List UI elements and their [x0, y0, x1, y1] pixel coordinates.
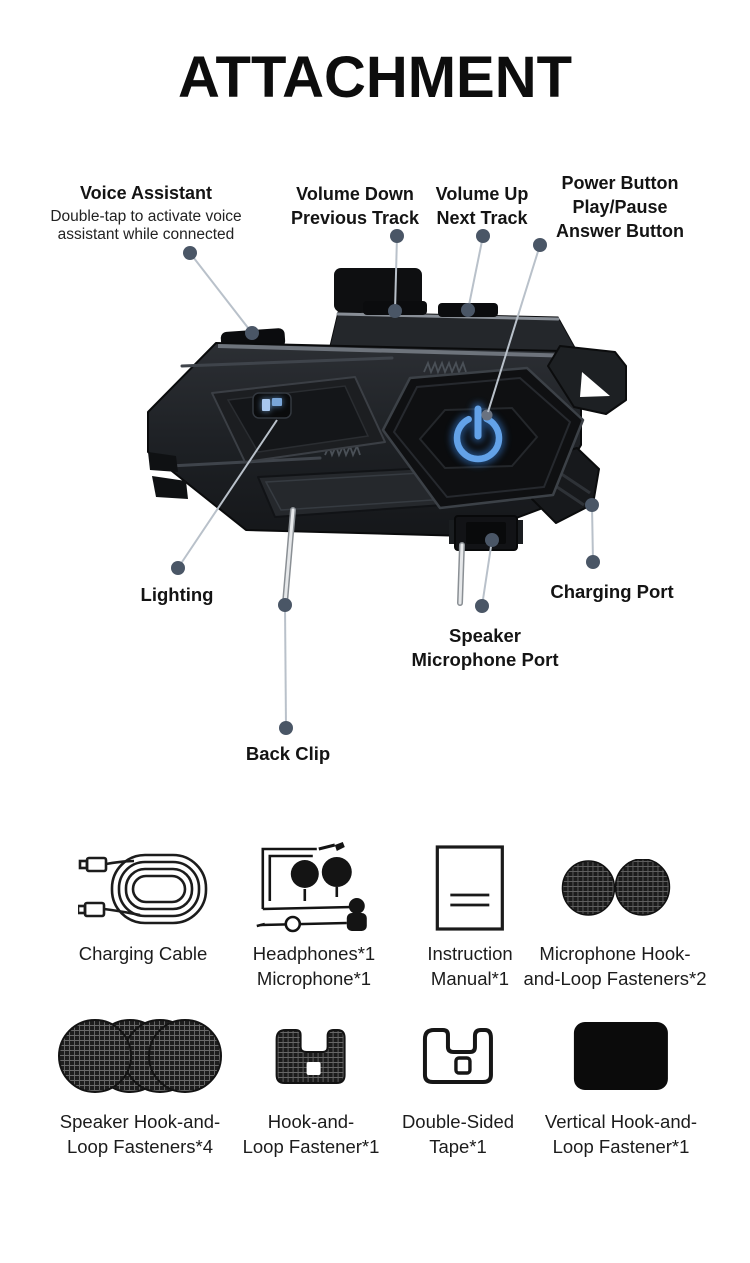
accessory-microphone-fasteners: Microphone Hook-and-Loop Fasteners*2 — [523, 840, 707, 991]
power-indicator-dot — [481, 409, 493, 421]
right-panel — [381, 366, 585, 510]
body-top-highlight — [217, 344, 577, 358]
lighting-logo-icon-2 — [272, 398, 282, 406]
callout-voice-assistant: Voice Assistant Double-tap to activate v… — [50, 181, 241, 244]
answer-button-label: Answer Button — [556, 221, 684, 241]
accessory-label: Speaker Hook-and-Loop Fasteners*4 — [59, 1111, 221, 1157]
headphones-mic-icon — [253, 840, 375, 936]
microphone-fastener-icon — [523, 840, 706, 936]
hook-loop-fastener-icon — [243, 1018, 380, 1094]
volume-down-label: Volume Down — [296, 184, 414, 204]
speaker-fastener-icon — [57, 1018, 223, 1094]
page-title: ATTACHMENT — [177, 45, 573, 110]
voice-assistant-description: Double-tap to activate voice assistant w… — [50, 208, 241, 244]
volume-up-label: Volume Up — [435, 184, 529, 204]
voice-assistant-desc-line1: Double-tap to activate voice — [50, 208, 242, 225]
voice-assistant-label: Voice Assistant — [79, 183, 213, 203]
vertical-fastener-icon — [545, 1018, 697, 1094]
power-icon — [453, 405, 503, 463]
accessory-label: Microphone Hook-and-Loop Fasteners*2 — [523, 943, 707, 989]
speaker-label-line2: Microphone Port — [411, 649, 559, 670]
double-sided-tape-icon — [402, 1018, 514, 1094]
speaker-label-line1: Speaker — [448, 625, 521, 646]
mount-hook — [547, 345, 627, 415]
left-panel — [211, 376, 386, 463]
accessory-charging-cable: Charging Cable — [78, 840, 208, 967]
power-button-label: Power Button — [561, 173, 679, 193]
back-clip-prongs — [282, 507, 465, 606]
previous-track-label: Previous Track — [290, 208, 420, 228]
speaker-microphone-port-label: Speaker Microphone Port — [412, 624, 559, 672]
speaker-microphone-port-part — [449, 515, 523, 551]
instruction-manual-icon — [427, 840, 512, 936]
play-pause-label: Play/Pause — [572, 197, 668, 217]
callout-volume-up: Volume Up Next Track — [436, 182, 529, 230]
device-illustration — [147, 229, 627, 735]
next-track-label: Next Track — [436, 208, 528, 228]
accessory-label: Charging Cable — [78, 943, 208, 964]
voice-assistant-desc-line2: assistant while connected — [57, 226, 235, 243]
left-side-stubs — [148, 452, 188, 499]
callout-power-button: Power Button Play/Pause Answer Button — [556, 171, 684, 243]
leader-lines — [177, 235, 594, 729]
accessory-label: Vertical Hook-and-Loop Fastener*1 — [544, 1111, 698, 1157]
lighting-label: Lighting — [140, 584, 214, 605]
accessory-hook-loop-fastener: Hook-and-Loop Fastener*1 — [242, 1018, 380, 1159]
callout-volume-down: Volume Down Previous Track — [291, 182, 419, 230]
accessory-label: Hook-and-Loop Fastener*1 — [242, 1111, 380, 1157]
leader-dots — [171, 229, 600, 735]
charging-cable-icon — [78, 840, 208, 936]
lighting-logo-icon — [262, 399, 270, 411]
accessory-speaker-fasteners: Speaker Hook-and-Loop Fasteners*4 — [57, 1018, 223, 1159]
back-clip-label: Back Clip — [245, 743, 331, 764]
accessory-vertical-fastener: Vertical Hook-and-Loop Fastener*1 — [545, 1018, 697, 1159]
charging-port-label: Charging Port — [550, 581, 674, 602]
